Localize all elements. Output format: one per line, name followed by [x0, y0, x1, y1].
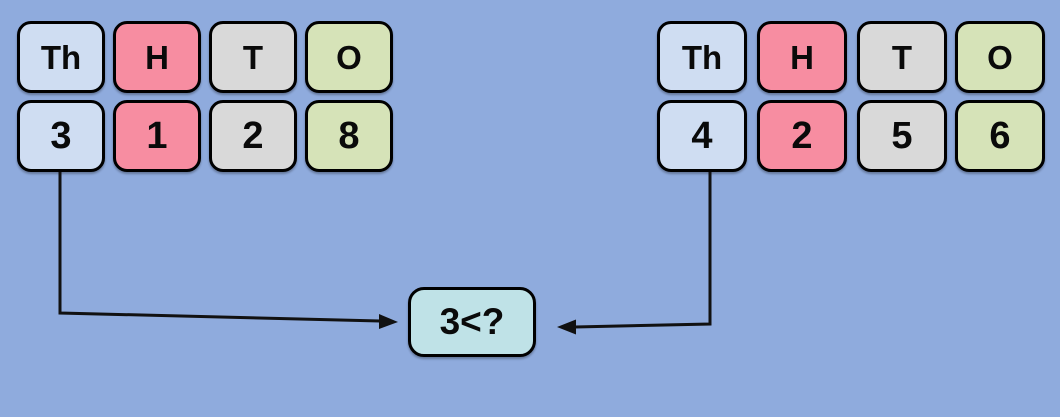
right-header-thousands: Th: [657, 21, 747, 93]
left-header-tens: T: [209, 21, 297, 93]
left-digit-arrow: [58, 172, 398, 329]
left-header-hundreds: H: [113, 21, 201, 93]
left-header-thousands: Th: [17, 21, 105, 93]
right-header-hundreds: H: [757, 21, 847, 93]
right-digit-hundreds: 2: [757, 100, 847, 172]
right-digit-tens: 5: [857, 100, 947, 172]
right-digit-arrow: [557, 172, 712, 335]
left-digit-tens: 2: [209, 100, 297, 172]
left-header-ones: O: [305, 21, 393, 93]
comparison-box: 3<?: [408, 287, 536, 357]
left-digit-thousands: 3: [17, 100, 105, 172]
right-header-tens: T: [857, 21, 947, 93]
right-digit-ones: 6: [955, 100, 1045, 172]
right-digit-thousands: 4: [657, 100, 747, 172]
right-header-ones: O: [955, 21, 1045, 93]
left-digit-hundreds: 1: [113, 100, 201, 172]
left-digit-ones: 8: [305, 100, 393, 172]
